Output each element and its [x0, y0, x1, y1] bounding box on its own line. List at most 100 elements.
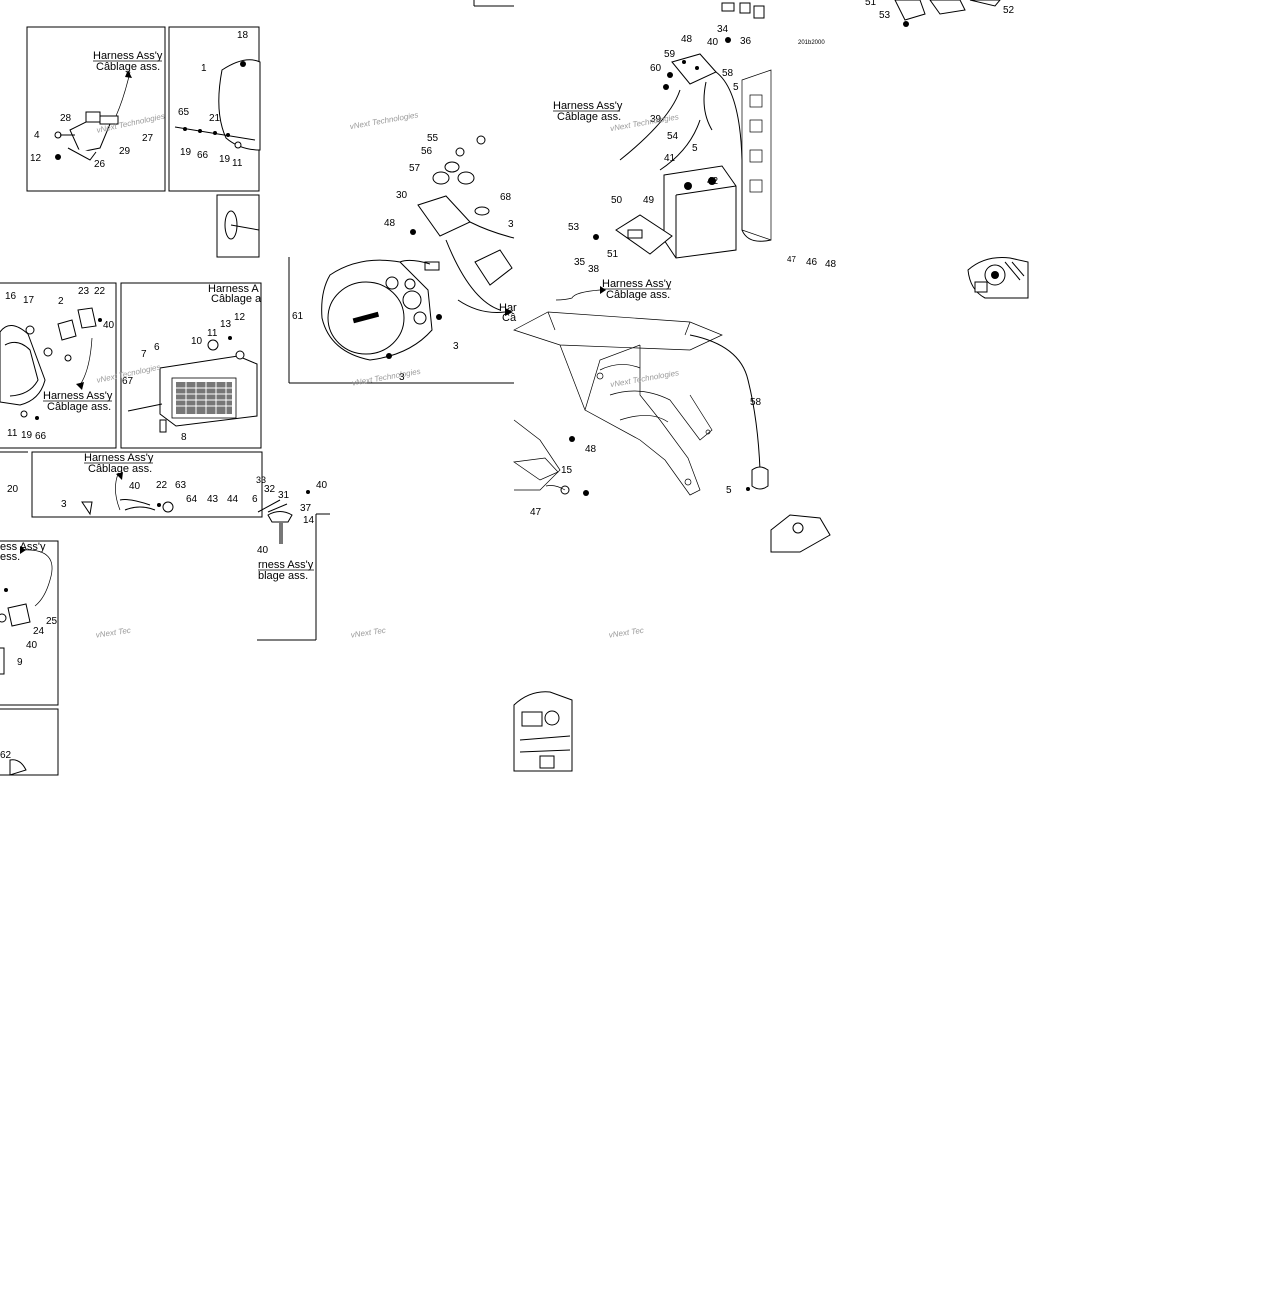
- harness-label-en: Harness Ass'y: [553, 100, 623, 112]
- callout-19: 19: [180, 147, 192, 158]
- harness-label-cut2-fr: blage ass.: [258, 570, 308, 582]
- callout-66: 66: [35, 431, 47, 442]
- callout-46: 46: [806, 257, 818, 268]
- callout-19: 19: [21, 430, 33, 441]
- harness-label-en: Harness Ass'y: [84, 452, 154, 464]
- svg-text:vNext Tec: vNext Tec: [350, 626, 386, 640]
- callout-48: 48: [681, 34, 693, 45]
- callout-20: 20: [7, 484, 19, 495]
- headlamp-shape: [218, 59, 261, 151]
- callout-49: 49: [643, 195, 655, 206]
- harness-label-fr: Câblage ass.: [47, 401, 111, 413]
- callout-19: 19: [219, 154, 231, 165]
- callout-61: 61: [292, 311, 304, 322]
- callout-16: 16: [5, 291, 17, 302]
- svg-text:vNext Tec: vNext Tec: [95, 626, 131, 640]
- harness-label-en-partial: Harness A: [208, 283, 259, 295]
- callout-25: 25: [46, 616, 58, 627]
- callout-22: 22: [94, 286, 106, 297]
- tile-connector: ess Ass'y ess. 25 24 40 9 62: [0, 540, 59, 776]
- callout-47: 47: [530, 507, 542, 518]
- cable-58: [689, 334, 761, 471]
- callout-42: 42: [707, 176, 719, 187]
- callout-3: 3: [508, 219, 514, 230]
- tile-battery-detail: 201b2000 51 53 52 46 48 47: [787, 0, 1029, 299]
- inset-frame-clamp: [216, 194, 260, 258]
- callout-52: 52: [1003, 5, 1015, 16]
- svg-text:vNext Technologies: vNext Technologies: [96, 112, 166, 135]
- callout-38: 38: [588, 264, 600, 275]
- callout-2: 2: [58, 296, 64, 307]
- watermark: vNext Tec: [95, 626, 131, 640]
- watermark: vNext Tec: [608, 626, 644, 640]
- hand-light-shape: [0, 325, 46, 406]
- callout-3: 3: [399, 372, 405, 383]
- callout-12: 12: [234, 312, 246, 323]
- watermark: vNext Technologies: [96, 112, 166, 135]
- tile-frame-cable: Harness Ass'y Câblage ass. 35 38 58 48: [513, 257, 831, 553]
- tile-headlight-switch: Harness Ass'y Câblage ass. 18 1 65 21 28…: [26, 26, 261, 258]
- callout-35: 35: [574, 257, 586, 268]
- callout-60: 60: [650, 63, 662, 74]
- harness-label-fr: Câblage ass.: [88, 463, 152, 475]
- svg-text:vNext Technologies: vNext Technologies: [610, 368, 680, 389]
- callout-5: 5: [733, 82, 739, 93]
- callout-59: 59: [664, 49, 676, 60]
- inset-frame-handlebar: [0, 282, 117, 449]
- callout-58: 58: [750, 397, 762, 408]
- callout-66: 66: [197, 150, 209, 161]
- callout-41: 41: [664, 153, 676, 164]
- callout-51: 51: [607, 249, 619, 260]
- callout-68: 68: [500, 192, 512, 203]
- callout-53: 53: [568, 222, 580, 233]
- callout-23: 23: [78, 286, 90, 297]
- harness-label-fr: Câblage ass.: [557, 111, 621, 123]
- callout-5: 5: [692, 143, 698, 154]
- inset-frame-wiring: [31, 451, 263, 518]
- callout-29: 29: [119, 146, 131, 157]
- callout-7: 7: [141, 349, 147, 360]
- callout-54: 54: [667, 131, 679, 142]
- callout-50: 50: [611, 195, 623, 206]
- watermark: vNext Tec: [350, 626, 386, 640]
- taillight-lens-grid: [171, 377, 237, 419]
- callout-32: 32: [264, 484, 276, 495]
- tile-instrument-cluster: Har Câ 55 56 57 30 68 48 3 61 3 3 vNext …: [288, 0, 517, 388]
- callout-11: 11: [207, 328, 218, 339]
- engine-fragment-shape: [967, 257, 1029, 299]
- watermark: vNext Technologies: [349, 110, 419, 131]
- callout-14: 14: [303, 515, 315, 526]
- harness-label-fr: Câblage ass.: [96, 61, 160, 73]
- harness-label-cut-fr: Câ: [502, 312, 517, 324]
- watermark: vNext Technologies: [610, 368, 680, 389]
- callout-53: 53: [879, 10, 891, 21]
- inset-frame-bottom: [0, 708, 59, 776]
- callout-26: 26: [94, 159, 106, 170]
- solenoid-shape: [671, 53, 717, 85]
- harness-label-en: Harness Ass'y: [93, 50, 163, 62]
- callout-22: 22: [156, 480, 168, 491]
- callout-48: 48: [384, 218, 396, 229]
- callout-27: 27: [142, 133, 154, 144]
- callout-17: 17: [23, 295, 35, 306]
- control-module-box: [417, 195, 471, 237]
- callout-47: 47: [787, 255, 796, 264]
- callout-5: 5: [726, 485, 732, 496]
- callout-6: 6: [252, 494, 258, 505]
- callout-58: 58: [722, 68, 734, 79]
- harness-label-cut-en: Har: [499, 302, 517, 314]
- callout-63: 63: [175, 480, 187, 491]
- harness-label-cut-fr: ess.: [0, 551, 20, 563]
- callout-10: 10: [191, 336, 203, 347]
- callout-18: 18: [237, 30, 249, 41]
- callout-28: 28: [60, 113, 72, 124]
- inset-frame-switch: [26, 26, 166, 192]
- callout-48: 48: [585, 444, 597, 455]
- callout-62: 62: [0, 750, 12, 761]
- harness-label-en: Harness Ass'y: [602, 278, 672, 290]
- svg-text:vNext Tec: vNext Tec: [608, 626, 644, 640]
- harness-label-fr-partial: Câblage a: [211, 293, 262, 305]
- callout-13: 13: [220, 319, 232, 330]
